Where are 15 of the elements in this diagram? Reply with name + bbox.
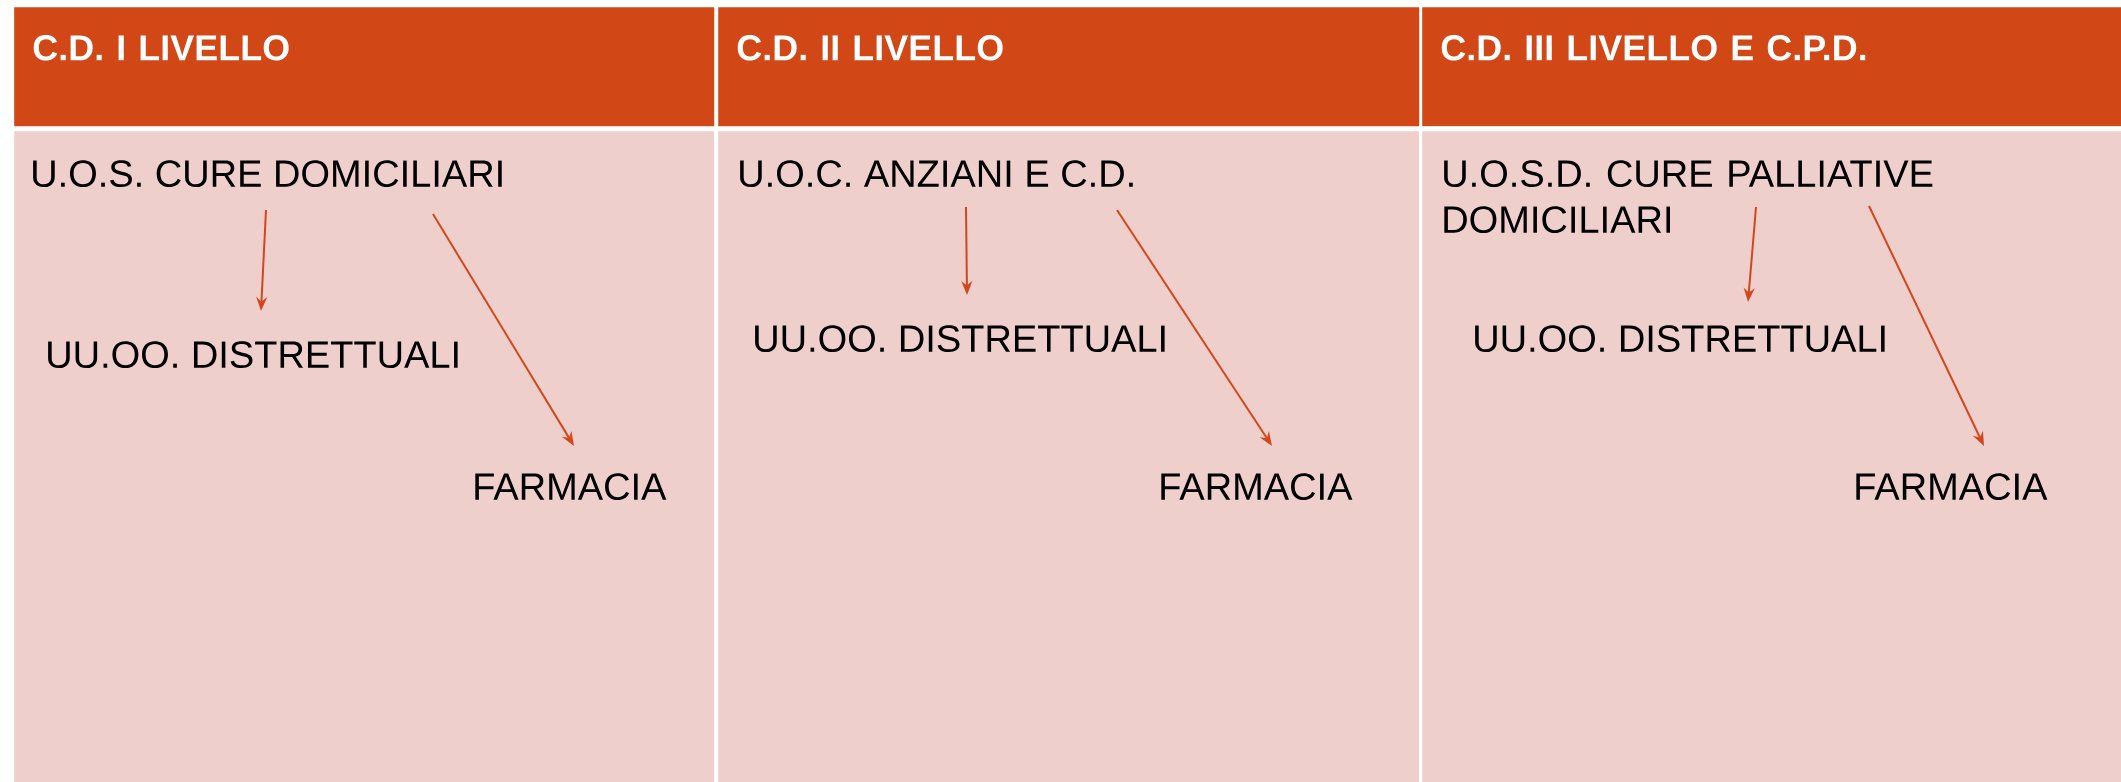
table-cell: [14, 131, 715, 782]
header-cell: C.D. I LIVELLO: [14, 7, 715, 127]
unit-label: FARMACIA: [1856, 473, 2048, 501]
unit-label: UU.OO. DISTRETTUALI: [48, 341, 458, 369]
unit-label: U.O.S.D. CURE PALLIATIVE DOMICILIARI: [1444, 160, 1933, 234]
unit-label: UU.OO. DISTRETTUALI: [1475, 325, 1885, 353]
table-cell: [718, 131, 1420, 782]
unit-label: U.O.C. ANZIANI E C.D.: [740, 160, 1133, 188]
unit-label: UU.OO. DISTRETTUALI: [755, 325, 1165, 353]
header-cell: C.D. II LIVELLO: [718, 7, 1420, 127]
unit-label: U.O.S. CURE DOMICILIARI: [33, 160, 502, 188]
header-cell: C.D. III LIVELLO E C.P.D.: [1422, 7, 2121, 127]
table-cell: [1422, 131, 2121, 782]
unit-label: FARMACIA: [1161, 473, 1353, 501]
unit-label: FARMACIA: [475, 473, 667, 501]
